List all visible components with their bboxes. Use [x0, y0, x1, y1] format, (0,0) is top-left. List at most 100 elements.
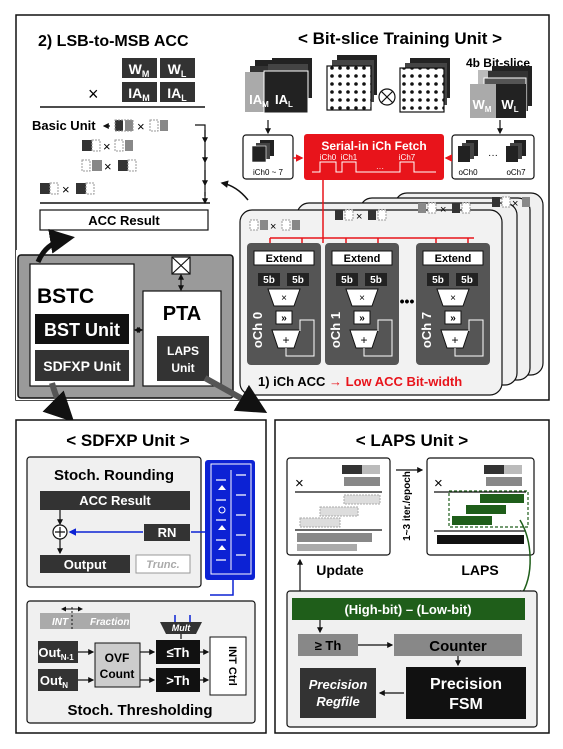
svg-text:×: × — [356, 211, 362, 223]
svg-text:WL: WL — [168, 61, 187, 79]
svg-text:+: + — [451, 333, 458, 347]
sdfxp-unit-block — [35, 350, 129, 381]
svg-text:iCh0 ~ 7: iCh0 ~ 7 — [253, 168, 284, 177]
svg-text:Stoch. Rounding: Stoch. Rounding — [54, 467, 174, 484]
chip-block: BSTC BST Unit SDFXP Unit PTA LAPS Unit — [16, 250, 238, 400]
svg-text:Counter: Counter — [429, 638, 487, 655]
update-label: Update — [316, 562, 364, 578]
serial-ich-fetch: Serial-in iCh Fetch iCh0 iCh1 ··· iCh7 — [304, 134, 444, 180]
svg-text:Regfile: Regfile — [316, 694, 359, 709]
ich-acc-caption: 1) iCh ACC → Low ACC Bit-width — [258, 374, 462, 389]
partial-products: × × × × — [40, 119, 208, 205]
svg-text:+: + — [360, 333, 367, 347]
svg-text:IAL: IAL — [167, 85, 187, 103]
svg-text:Serial-in iCh Fetch: Serial-in iCh Fetch — [321, 139, 426, 153]
kernel-grid — [399, 58, 450, 113]
laps-panel-diagram: × — [426, 457, 535, 556]
pe-lane-och7: oCh 7 Extend 5b 5b × » + — [416, 243, 490, 365]
bstc-to-lsb-arrow — [35, 228, 75, 264]
svg-text:+: + — [282, 333, 289, 347]
svg-text:FSM: FSM — [449, 696, 483, 713]
svg-text:LAPS: LAPS — [167, 344, 199, 358]
iter-epoch-label: 1~3 iter./epoch — [402, 471, 413, 541]
svg-text:iCh0: iCh0 — [320, 153, 337, 162]
svg-text:Unit: Unit — [171, 361, 194, 375]
laps-title: < LAPS Unit > — [356, 431, 468, 450]
activation-slice-row: × IAM IAL — [88, 82, 195, 104]
svg-text:×: × — [281, 293, 287, 304]
svg-text:OutN: OutN — [40, 673, 68, 690]
xnor-operator-icon — [378, 88, 396, 106]
svg-text:×: × — [440, 204, 446, 216]
svg-text:Fraction: Fraction — [90, 617, 129, 628]
basic-unit-label: Basic Unit — [32, 118, 96, 133]
svg-text:5b: 5b — [370, 275, 382, 286]
svg-text:(High-bit) – (Low-bit): (High-bit) – (Low-bit) — [344, 602, 471, 617]
svg-text:5b: 5b — [341, 275, 353, 286]
svg-text:Precision: Precision — [309, 677, 368, 692]
svg-text:×: × — [103, 139, 111, 154]
ich-input-buffer: iCh0 ~ 7 — [242, 134, 294, 180]
svg-text:Output: Output — [64, 557, 107, 572]
svg-text:ACC Result: ACC Result — [88, 213, 160, 228]
svg-text:IAL: IAL — [275, 92, 293, 109]
svg-text:≥ Th: ≥ Th — [315, 638, 342, 653]
svg-text:WM: WM — [129, 61, 150, 79]
w-tensor-stack: WM WL — [470, 66, 532, 119]
sdfxp-title: < SDFXP Unit > — [66, 431, 190, 450]
stoch-thresholding-box — [26, 600, 256, 724]
svg-text:oCh 7: oCh 7 — [419, 312, 434, 348]
svg-text:Count: Count — [100, 667, 135, 681]
pe-lane-och1: oCh 1 Extend 5b 5b × » + — [325, 243, 399, 365]
svg-text:>Th: >Th — [166, 673, 190, 688]
svg-text:WM: WM — [473, 97, 492, 114]
svg-text:Precision: Precision — [430, 676, 502, 693]
svg-text:Extend: Extend — [435, 253, 472, 265]
svg-text:»: » — [281, 313, 287, 324]
lfsr-rng-block — [205, 460, 255, 580]
svg-text:×: × — [359, 293, 365, 304]
svg-text:×: × — [270, 221, 276, 233]
feature-map-grid — [326, 55, 377, 111]
laps-to-unit-arrow — [203, 375, 268, 414]
stoch-thresholding-label: Stoch. Thresholding — [68, 702, 213, 719]
acc-result-box — [39, 209, 209, 231]
svg-text:Mult: Mult — [172, 623, 191, 633]
svg-text:SDFXP Unit: SDFXP Unit — [43, 358, 121, 374]
svg-text:oCh 0: oCh 0 — [250, 312, 265, 348]
svg-text:×: × — [62, 182, 70, 197]
svg-text:oCh 1: oCh 1 — [328, 312, 343, 348]
svg-text:iCh1: iCh1 — [341, 153, 358, 162]
svg-text:INT Ctrl: INT Ctrl — [226, 646, 238, 686]
lsb-msb-title: 2) LSB-to-MSB ACC — [38, 33, 189, 50]
training-unit-title: < Bit-slice Training Unit > — [298, 29, 502, 48]
pe-lane-ellipsis: ••• — [400, 293, 415, 309]
lsb-times-symbol: × — [88, 84, 99, 104]
svg-text:×: × — [434, 475, 443, 492]
sdfxp-to-unit-arrow — [42, 382, 75, 423]
svg-text:»: » — [450, 313, 456, 324]
svg-text:5b: 5b — [461, 275, 473, 286]
svg-text:5b: 5b — [432, 275, 444, 286]
svg-text:···: ··· — [488, 150, 498, 161]
weight-slice-row: WM WL — [122, 58, 195, 79]
svg-text:IAM: IAM — [128, 85, 150, 103]
svg-text:5b: 5b — [292, 275, 304, 286]
svg-text:RN: RN — [158, 525, 177, 540]
mult-trapezoid — [160, 622, 202, 634]
svg-text:WL: WL — [501, 97, 518, 114]
pta-label: PTA — [163, 303, 202, 325]
ia-tensor-stack: IAM IAL — [245, 58, 312, 114]
laps-unit-block — [157, 336, 209, 381]
svg-text:×: × — [512, 198, 518, 210]
svg-text:iCh7: iCh7 — [399, 153, 416, 162]
svg-text:OVF: OVF — [105, 651, 130, 665]
svg-text:···: ··· — [376, 164, 384, 173]
svg-text:ACC Result: ACC Result — [79, 493, 151, 508]
svg-text:»: » — [359, 313, 365, 324]
svg-text:Extend: Extend — [266, 253, 303, 265]
svg-text:×: × — [104, 159, 112, 174]
svg-text:OutN-1: OutN-1 — [38, 645, 74, 662]
svg-text:×: × — [450, 293, 456, 304]
